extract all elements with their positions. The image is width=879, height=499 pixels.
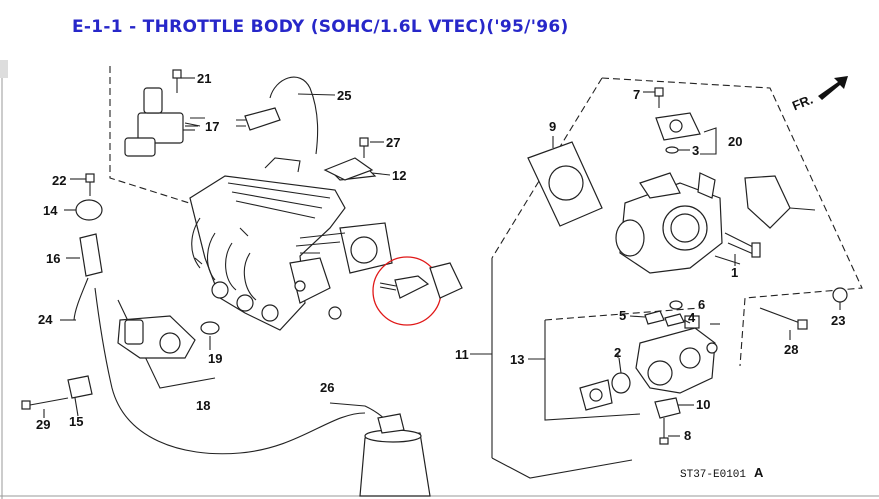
part-3-o-ring — [665, 146, 690, 154]
part-2-leader — [618, 357, 622, 374]
throttle-cable-bracket — [714, 175, 816, 265]
part-20-bracket-leader — [700, 127, 717, 155]
callout-26: 26 — [320, 380, 334, 395]
group-outline-13-top — [544, 307, 701, 321]
callout-14: 14 — [43, 203, 58, 218]
callout-19: 19 — [208, 351, 222, 366]
callout-11: 11 — [455, 347, 469, 362]
callout-labels: 1 2 3 4 5 6 7 8 9 10 11 12 13 14 15 16 1… — [36, 71, 845, 443]
part-13-gasket-hole — [589, 388, 603, 402]
callout-29: 29 — [36, 417, 50, 432]
part-19-o-ring — [200, 321, 220, 335]
callout-7: 7 — [633, 87, 640, 102]
callout-23: 23 — [831, 313, 845, 328]
callout-9: 9 — [549, 119, 556, 134]
callout-22: 22 — [52, 173, 66, 188]
part-24-26-wiring-harness — [73, 277, 366, 455]
callout-16: 16 — [46, 251, 60, 266]
callout-5: 5 — [619, 308, 626, 323]
callout-15: 15 — [69, 414, 83, 429]
callout-28: 28 — [784, 342, 798, 357]
part-10-bracket — [654, 397, 694, 419]
part-25-vacuum-tube — [236, 76, 336, 155]
callout-12: 12 — [392, 168, 406, 183]
part-23-nut — [832, 287, 848, 310]
callout-20: 20 — [728, 134, 742, 149]
callout-10: 10 — [696, 397, 710, 412]
part-9-gasket — [527, 136, 603, 227]
part-28-bolt — [759, 307, 808, 340]
part-8-bolt — [659, 418, 680, 445]
part-7-screw — [643, 87, 664, 108]
part-4-spacer — [664, 313, 685, 327]
part-12-bracket — [323, 157, 391, 181]
part-18-iac-valve — [117, 315, 196, 359]
highlighted-stud-bolt — [379, 262, 463, 299]
callout-8: 8 — [684, 428, 691, 443]
callout-3: 3 — [692, 143, 699, 158]
part-5-seal — [644, 310, 665, 325]
part-16-sensor — [66, 233, 103, 277]
callout-4: 4 — [688, 310, 696, 325]
callout-18: 18 — [196, 398, 210, 413]
callout-25: 25 — [337, 88, 351, 103]
part-27-bolt — [359, 137, 384, 158]
front-direction-label: FR. — [790, 92, 815, 114]
page-title: E-1-1 - THROTTLE BODY (SOHC/1.6L VTEC)('… — [72, 17, 569, 37]
part-20-tps-sensor — [655, 112, 701, 141]
part-22-bolt — [70, 173, 95, 196]
part-1-throttle-body — [615, 172, 761, 274]
group-outline-1 — [601, 77, 863, 367]
diagram-code-label: ST37-E0101 — [680, 469, 746, 481]
group-outline-11-bottom — [491, 457, 633, 479]
callout-27: 27 — [386, 135, 400, 150]
canister — [359, 413, 431, 497]
callout-6: 6 — [698, 297, 705, 312]
frame-scroll-tab — [0, 60, 8, 78]
callout-21: 21 — [197, 71, 211, 86]
callout-leaders — [183, 129, 736, 360]
part-29-bolt — [21, 397, 69, 418]
callout-13: 13 — [510, 352, 524, 367]
front-direction-arrow — [818, 76, 848, 100]
callout-17: 17 — [205, 119, 219, 134]
part-14-cap — [64, 199, 103, 221]
intake-manifold — [189, 157, 393, 331]
part-21-bolt — [172, 69, 195, 93]
callout-24: 24 — [38, 312, 53, 327]
part-17-solenoid-valve — [124, 87, 205, 157]
parts-diagram: 1 2 3 4 5 6 7 8 9 10 11 12 13 14 15 16 1… — [0, 60, 879, 499]
callout-1: 1 — [731, 265, 738, 280]
group-outline-13 — [544, 320, 641, 421]
part-15-clamp — [67, 375, 93, 417]
group-outline-17 — [109, 66, 206, 209]
part-2-o-ring — [611, 372, 631, 394]
part-6-washer — [669, 300, 683, 310]
callout-2: 2 — [614, 345, 621, 360]
diagram-code-suffix: A — [754, 465, 764, 480]
part-13-valve-assembly — [635, 315, 718, 394]
